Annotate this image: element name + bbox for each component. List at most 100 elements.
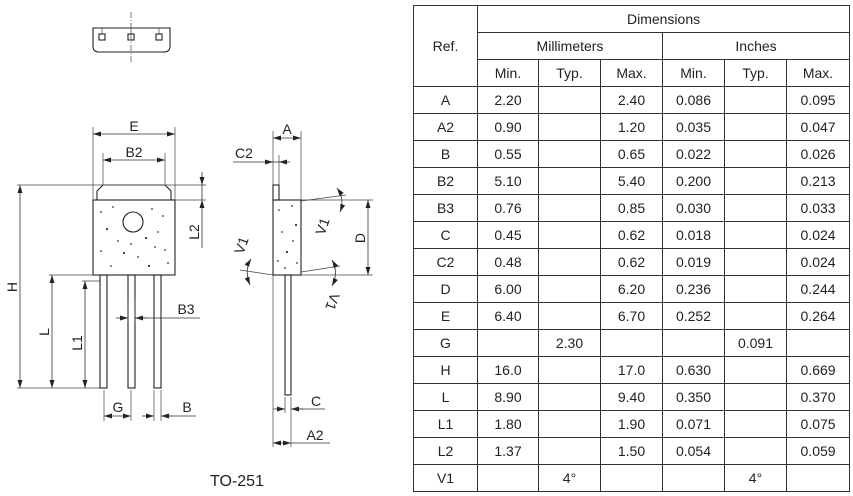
cell-in-max: 0.047 (785, 113, 851, 141)
top-view-pin (155, 33, 163, 41)
angle-arc-V1 (336, 187, 346, 213)
dim-label-B: B (182, 399, 191, 415)
cell-mm-typ (538, 167, 601, 195)
header-row: Min. Typ. Max. Min. Typ. Max. (414, 59, 851, 87)
cell-in-min (662, 464, 725, 492)
cell-mm-max: 17.0 (600, 356, 663, 384)
lead-pin-1 (99, 274, 108, 389)
side-lead (284, 274, 292, 396)
angle-arc-V1 (244, 258, 252, 286)
cell-in-min: 0.018 (662, 221, 725, 249)
top-view (92, 12, 171, 63)
cell-mm-typ: 2.30 (538, 329, 601, 357)
cell-in-min: 0.236 (662, 275, 725, 303)
top-view-pin (98, 33, 106, 41)
cell-in-typ: 0.091 (724, 329, 787, 357)
header-in-min: Min. (662, 59, 725, 87)
cell-in-min: 0.200 (662, 167, 725, 195)
cell-in-min: 0.086 (662, 86, 725, 114)
cell-mm-max: 6.20 (600, 275, 663, 303)
mounting-hole (122, 211, 144, 233)
side-view: A C2 D V1 V1 (231, 121, 373, 447)
header-mm-typ: Typ. (538, 59, 601, 87)
cell-in-typ (724, 113, 787, 141)
cell-mm-typ (538, 140, 601, 168)
package-drawing: E B2 (4, 12, 373, 490)
header-mm-min: Min. (477, 59, 539, 87)
cell-mm-min: 0.45 (477, 221, 539, 249)
header-dimensions: Dimensions (476, 5, 851, 33)
cell-in-min: 0.630 (662, 356, 725, 384)
cell-in-min (662, 329, 725, 357)
cell-ref: D (413, 275, 478, 303)
cell-ref: G (413, 329, 478, 357)
cell-mm-min: 6.00 (477, 275, 539, 303)
cell-ref: B3 (413, 194, 478, 222)
cell-mm-min: 16.0 (477, 356, 539, 384)
dim-label-E: E (129, 118, 138, 134)
cell-in-max (785, 329, 851, 357)
cell-in-max: 0.095 (785, 86, 851, 114)
lead-pin-3 (153, 274, 162, 389)
header-mm-max: Max. (600, 59, 663, 87)
dim-label-A2: A2 (306, 427, 323, 443)
heatsink-tab (96, 184, 172, 200)
dimensions-table: Ref. Dimensions Millimeters Inches Min. … (413, 5, 851, 492)
header-row: Millimeters Inches (414, 32, 851, 60)
cell-in-typ (724, 275, 787, 303)
cell-ref: B (413, 140, 478, 168)
cell-mm-typ (538, 194, 601, 222)
header-ref: Ref. (413, 5, 478, 87)
cell-in-typ (724, 356, 787, 384)
cell-mm-max: 1.50 (600, 437, 663, 465)
cell-ref: A2 (413, 113, 478, 141)
cell-in-typ (724, 410, 787, 438)
cell-in-max: 0.033 (785, 194, 851, 222)
cell-mm-min: 5.10 (477, 167, 539, 195)
dim-label-C: C (311, 393, 321, 409)
cell-mm-min (477, 329, 539, 357)
cell-in-min: 0.350 (662, 383, 725, 411)
cell-mm-max: 1.90 (600, 410, 663, 438)
cell-in-min: 0.054 (662, 437, 725, 465)
cell-in-max: 0.213 (785, 167, 851, 195)
draft-line (239, 269, 274, 276)
cell-mm-min: 1.37 (477, 437, 539, 465)
cell-mm-max (600, 464, 663, 492)
cell-mm-min: 8.90 (477, 383, 539, 411)
body-texture (100, 206, 169, 268)
header-row: Ref. Dimensions (413, 5, 851, 87)
cell-mm-max: 0.85 (600, 194, 663, 222)
cell-ref: A (413, 86, 478, 114)
dim-label-A: A (282, 121, 292, 137)
cell-in-min: 0.019 (662, 248, 725, 276)
cell-mm-max: 2.40 (600, 86, 663, 114)
cell-mm-typ (538, 302, 601, 330)
cell-mm-typ (538, 410, 601, 438)
cell-mm-typ: 4° (538, 464, 601, 492)
cell-mm-typ (538, 356, 601, 384)
dim-label-C2: C2 (235, 145, 253, 161)
cell-mm-typ (538, 383, 601, 411)
top-view-outline (92, 27, 171, 53)
side-heatsink-tab (272, 184, 280, 201)
dim-label-V1: V1 (312, 215, 333, 237)
side-body-texture (277, 205, 298, 269)
draft-line (300, 265, 341, 273)
cell-in-max: 0.669 (785, 356, 851, 384)
cell-mm-min: 6.40 (477, 302, 539, 330)
cell-in-min: 0.071 (662, 410, 725, 438)
dim-label-B3: B3 (177, 301, 194, 317)
angle-arc-V1 (331, 259, 339, 287)
